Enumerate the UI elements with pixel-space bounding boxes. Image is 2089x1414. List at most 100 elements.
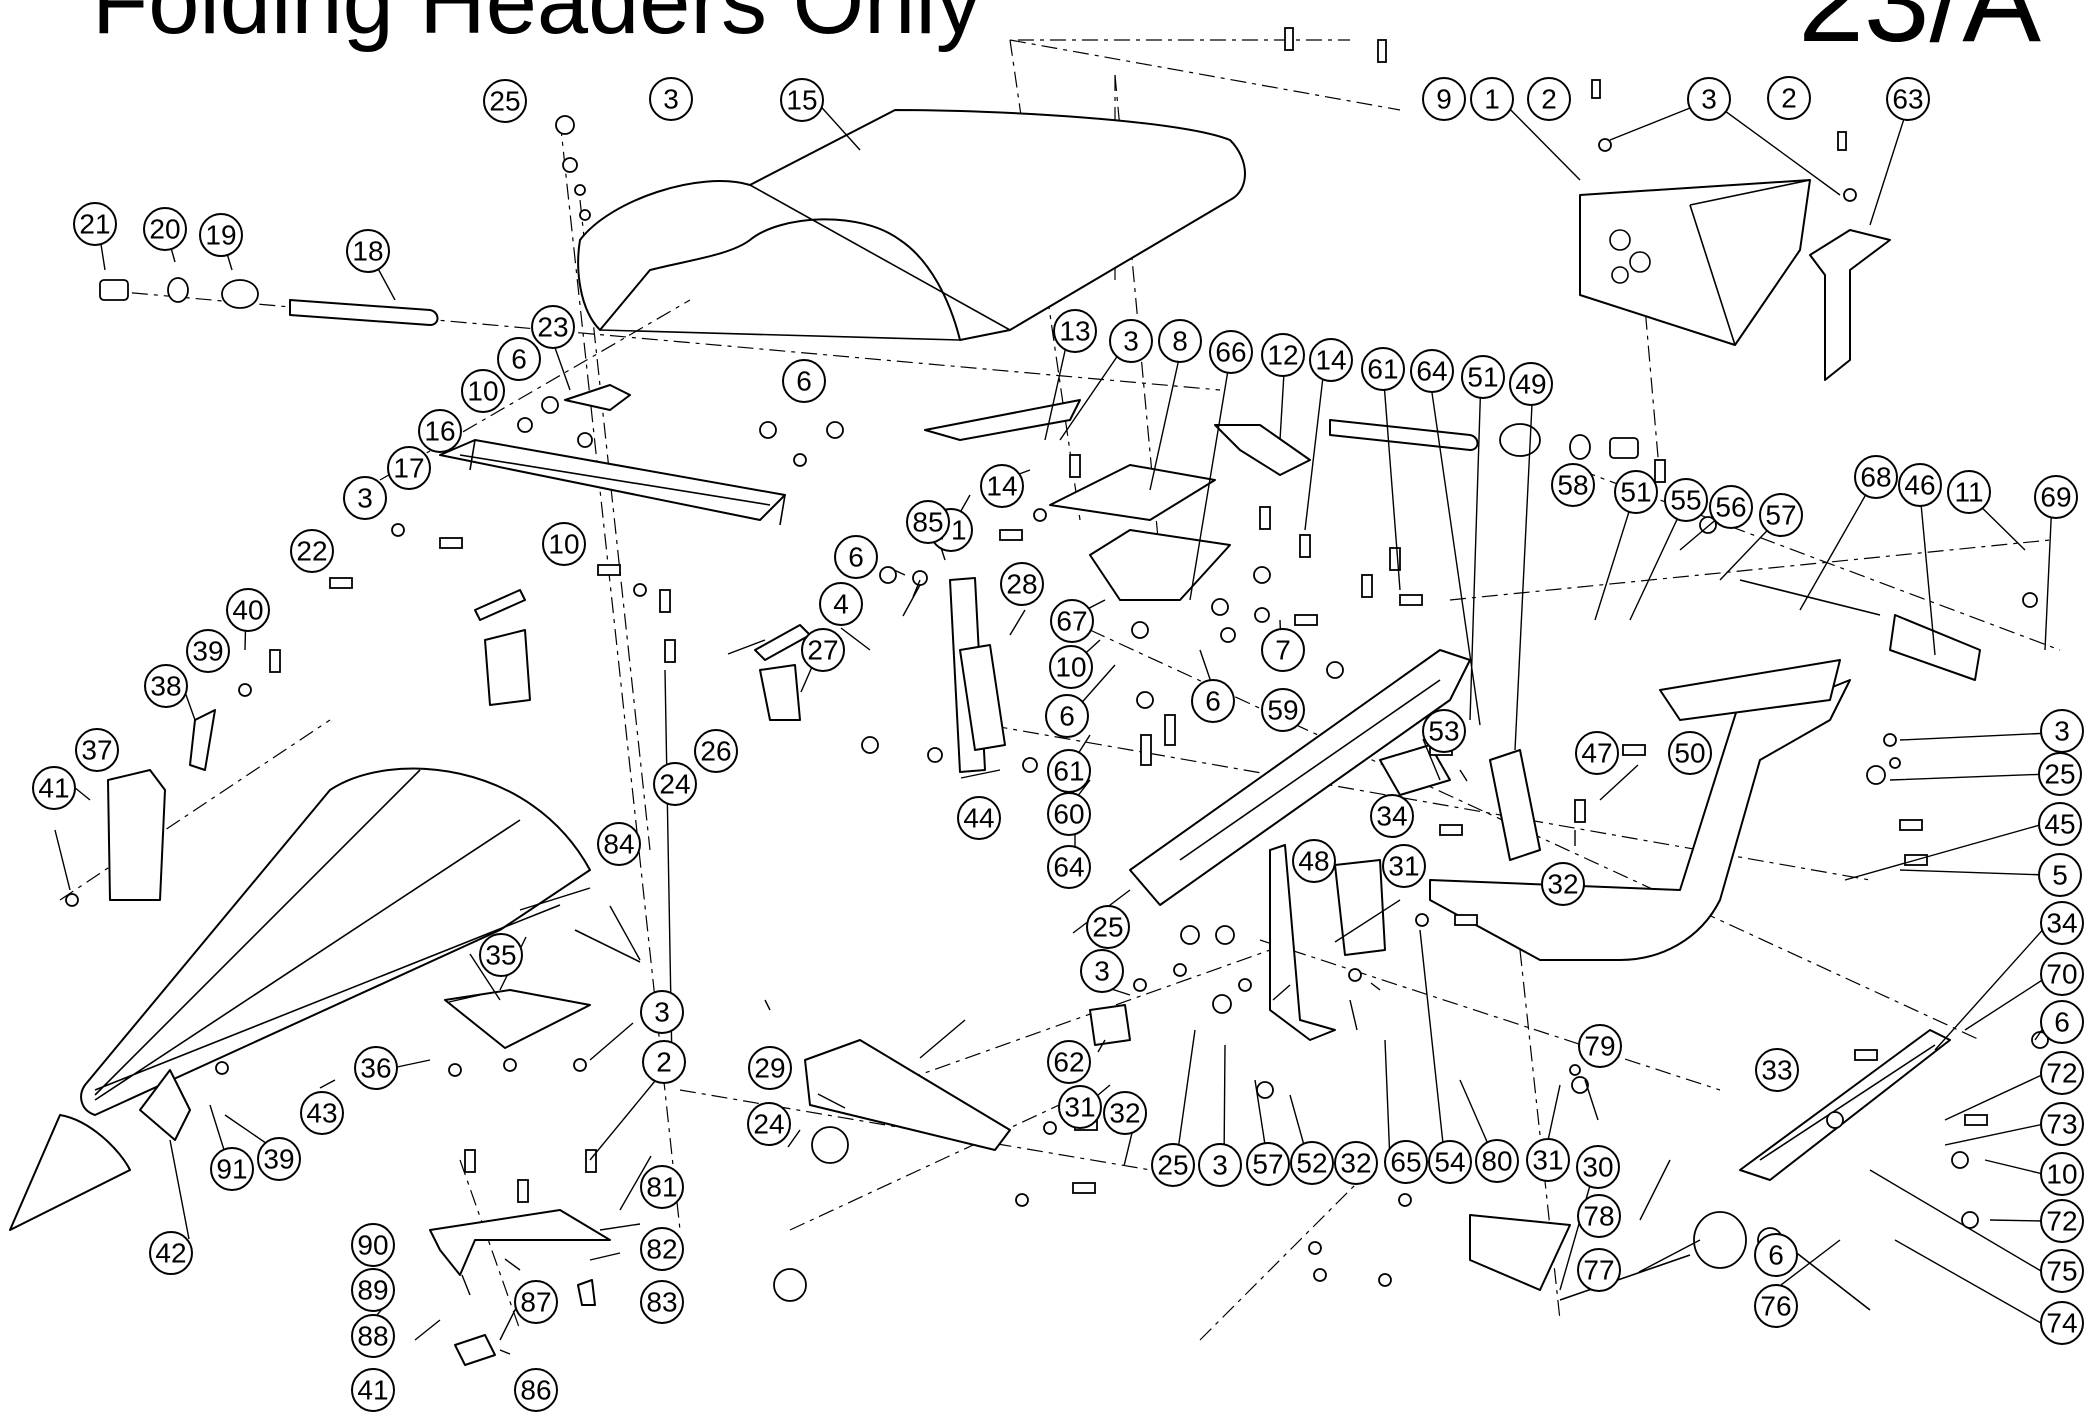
tip-cone-42 (9, 1114, 131, 1231)
clip-83 (577, 1279, 596, 1306)
callout-6: 6 (497, 337, 541, 381)
callout-number: 45 (2044, 809, 2075, 840)
callout-number: 24 (659, 769, 690, 800)
callout-number: 3 (1094, 956, 1110, 987)
callout-54: 54 (1428, 1140, 1472, 1184)
callout-number: 16 (424, 416, 455, 447)
main-frame-45 (1429, 679, 1851, 961)
callout-24: 24 (653, 762, 697, 806)
callout-number: 60 (1053, 799, 1084, 830)
callout-number: 78 (1583, 1201, 1614, 1232)
callout-number: 10 (1055, 652, 1086, 683)
callout-number: 2 (1781, 83, 1797, 114)
callout-number: 35 (485, 940, 516, 971)
shaft-18 (289, 299, 439, 326)
callout-30: 30 (1576, 1145, 1620, 1189)
callout-number: 26 (700, 736, 731, 767)
callout-number: 83 (646, 1287, 677, 1318)
callout-number: 14 (1315, 345, 1346, 376)
callout-2: 2 (1527, 77, 1571, 121)
callout-66: 66 (1209, 330, 1253, 374)
callout-19: 19 (199, 213, 243, 257)
callout-26: 26 (694, 729, 738, 773)
callout-number: 64 (1416, 356, 1447, 387)
callout-1: 1 (1470, 77, 1514, 121)
callout-number: 6 (848, 542, 864, 573)
callout-16: 16 (418, 409, 462, 453)
callout-number: 3 (663, 84, 679, 115)
callout-number: 63 (1892, 84, 1923, 115)
callout-number: 47 (1581, 738, 1612, 769)
callout-number: 23 (537, 312, 568, 343)
callout-6: 6 (2040, 1000, 2084, 1044)
callout-86: 86 (514, 1368, 558, 1412)
callout-number: 64 (1053, 852, 1084, 883)
callout-68: 68 (1854, 455, 1898, 499)
callout-number: 32 (1547, 869, 1578, 900)
callout-61: 61 (1361, 347, 1405, 391)
callout-52: 52 (1290, 1141, 1334, 1185)
callout-31: 31 (1382, 844, 1426, 888)
callout-15: 15 (780, 78, 824, 122)
bracket-54 (1334, 859, 1386, 956)
callout-65: 65 (1384, 1140, 1428, 1184)
bracket-26 (759, 664, 801, 721)
callout-31: 31 (1526, 1138, 1570, 1182)
plate-37 (107, 769, 166, 901)
callout-83: 83 (640, 1280, 684, 1324)
callout-8: 8 (1158, 319, 1202, 363)
callout-number: 39 (263, 1144, 294, 1175)
callout-number: 76 (1760, 1291, 1791, 1322)
callout-number: 3 (654, 997, 670, 1028)
callout-number: 22 (296, 536, 327, 567)
callout-number: 51 (1467, 362, 1498, 393)
callout-3: 3 (1198, 1143, 1242, 1187)
callout-90: 90 (351, 1223, 395, 1267)
callout-7: 7 (1261, 628, 1305, 672)
bracket-38 (189, 709, 216, 771)
callout-41: 41 (32, 766, 76, 810)
mount-plate-8 (1049, 464, 1216, 521)
callout-39: 39 (257, 1137, 301, 1181)
callout-81: 81 (640, 1165, 684, 1209)
hardware (65, 27, 2049, 1302)
callout-number: 40 (232, 595, 263, 626)
shaft-61 (1329, 419, 1479, 451)
callout-number: 86 (520, 1375, 551, 1406)
callout-25: 25 (2038, 752, 2082, 796)
callout-62: 62 (1047, 1040, 1091, 1084)
callout-number: 1 (1484, 84, 1500, 115)
callout-number: 8 (1172, 326, 1188, 357)
hood-cover (577, 109, 1246, 341)
callout-57: 57 (1246, 1142, 1290, 1186)
callout-35: 35 (479, 933, 523, 977)
callout-53: 53 (1422, 709, 1466, 753)
callout-3: 3 (1687, 77, 1731, 121)
callout-74: 74 (2040, 1301, 2084, 1345)
callout-number: 30 (1582, 1152, 1613, 1183)
callout-number: 6 (511, 344, 527, 375)
callout-77: 77 (1577, 1248, 1621, 1292)
callout-64: 64 (1047, 845, 1091, 889)
callout-number: 59 (1267, 695, 1298, 726)
callout-3: 3 (1080, 949, 1124, 993)
callout-6: 6 (834, 535, 878, 579)
part-shapes (9, 109, 1981, 1366)
callout-33: 33 (1755, 1048, 1799, 1092)
cylinder-80 (1489, 749, 1541, 861)
callout-82: 82 (640, 1227, 684, 1271)
callout-number: 18 (352, 236, 383, 267)
callout-42: 42 (149, 1231, 193, 1275)
callout-73: 73 (2040, 1102, 2084, 1146)
callout-number: 2 (656, 1047, 672, 1078)
callout-64: 64 (1410, 349, 1454, 393)
callout-88: 88 (351, 1314, 395, 1358)
callout-number: 37 (81, 735, 112, 766)
callout-43: 43 (300, 1091, 344, 1135)
callout-72: 72 (2040, 1199, 2084, 1243)
callout-75: 75 (2040, 1249, 2084, 1293)
callout-number: 46 (1904, 470, 1935, 501)
callout-number: 49 (1515, 369, 1546, 400)
callout-44: 44 (957, 796, 1001, 840)
callout-4: 4 (819, 582, 863, 626)
